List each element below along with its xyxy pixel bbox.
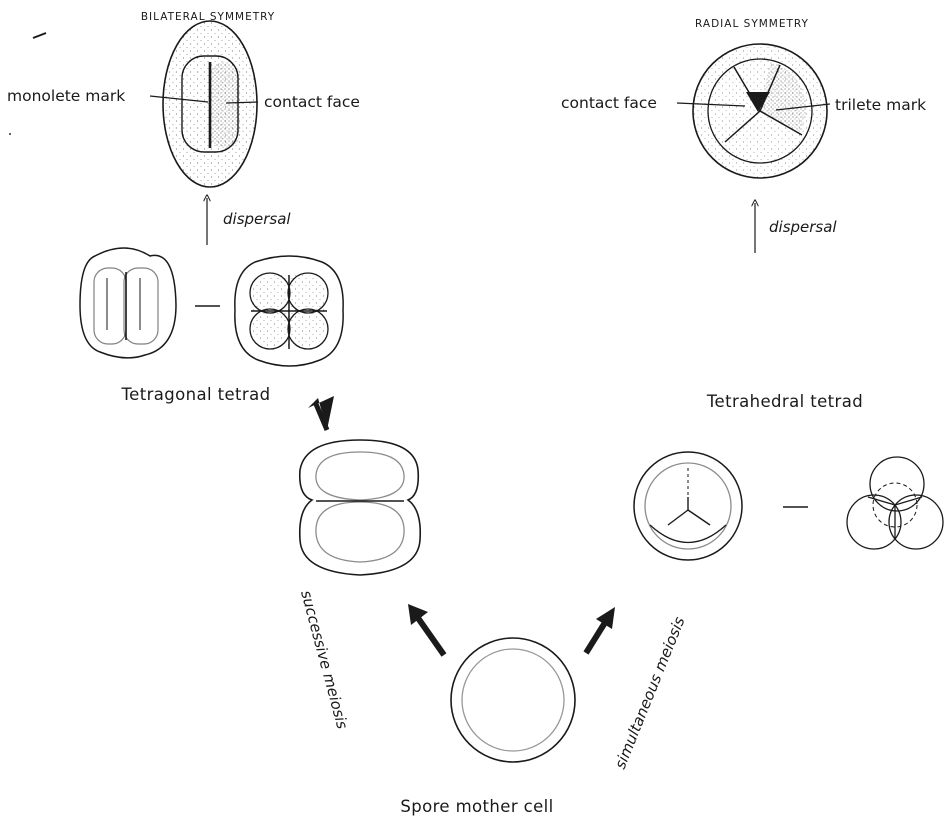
monolete-mark-label: monolete mark — [7, 87, 125, 105]
dyad-cell — [300, 440, 421, 575]
simultaneous-arrow — [586, 607, 615, 653]
tetragonal-tetrad-label: Tetragonal tetrad — [120, 385, 270, 404]
tetrahedral-tetrad-top-view — [847, 457, 943, 549]
bilateral-title: BILATERAL SYMMETRY — [141, 11, 275, 23]
bilateral-contact-face-label: contact face — [264, 93, 360, 111]
radial-contact-face-label: contact face — [561, 94, 657, 112]
radial-title: RADIAL SYMMETRY — [695, 18, 809, 30]
spore-mother-cell — [451, 638, 575, 762]
trilete-spore — [677, 44, 830, 178]
dispersal-label-right: dispersal — [769, 218, 837, 236]
successive-meiosis-label: successive meiosis — [297, 588, 351, 731]
tetragonal-tetrad-side-view — [80, 248, 176, 358]
trilete-mark-label: trilete mark — [835, 96, 926, 114]
tetrahedral-tetrad-label: Tetrahedral tetrad — [706, 392, 863, 411]
tetrahedral-tetrad-side-view — [634, 452, 742, 560]
scan-mark — [33, 33, 46, 38]
dispersal-label-left: dispersal — [223, 210, 291, 228]
scan-dot — [9, 133, 11, 135]
spore-mother-cell-label: Spore mother cell — [400, 797, 553, 816]
tetragonal-tetrad-top-view — [235, 256, 343, 366]
monolete-spore — [150, 21, 258, 187]
successive-arrow — [408, 604, 444, 655]
simultaneous-meiosis-label: simultaneous meiosis — [611, 614, 689, 771]
